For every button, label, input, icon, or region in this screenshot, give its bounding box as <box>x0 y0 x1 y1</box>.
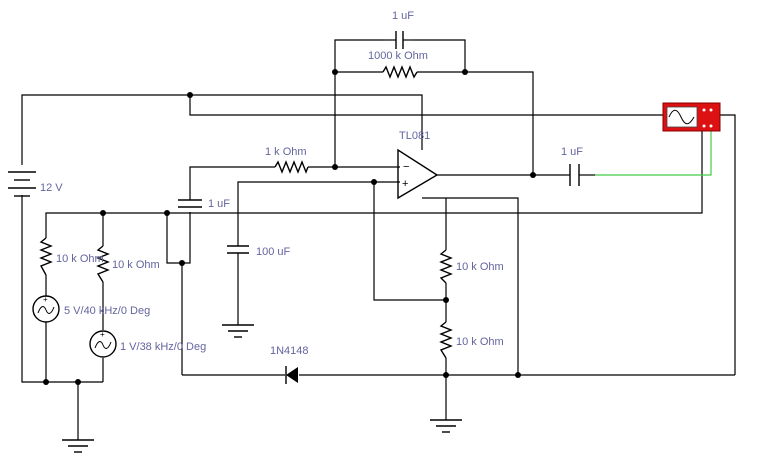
svg-text:−: − <box>403 161 409 173</box>
ground-icon <box>222 324 254 338</box>
label-c-output: 1 uF <box>561 146 583 158</box>
label-battery: 12 V <box>40 182 63 194</box>
label-r-feedback: 1000 k Ohm <box>368 50 428 62</box>
capacitor-bypass[interactable] <box>227 230 249 258</box>
resistor-feedback[interactable] <box>382 65 418 79</box>
label-r-bias-a: 10 k Ohm <box>456 261 504 273</box>
opamp-icon[interactable]: − + <box>397 148 439 200</box>
resistor-bias-b[interactable] <box>439 321 453 359</box>
label-c-feedback: 1 uF <box>392 10 414 22</box>
resistor-source-2[interactable] <box>96 245 110 283</box>
capacitor-input[interactable] <box>178 190 202 208</box>
oscilloscope-icon[interactable] <box>662 102 721 132</box>
resistor-bias-a[interactable] <box>439 249 453 284</box>
svg-text:+: + <box>43 295 48 304</box>
label-r-source-2: 10 k Ohm <box>112 259 160 271</box>
label-r-input: 1 k Ohm <box>265 146 307 158</box>
resistor-input[interactable] <box>274 160 309 174</box>
label-source-2: 1 V/38 kHz/0 Deg <box>120 341 206 353</box>
svg-text:+: + <box>402 178 408 190</box>
diode-icon[interactable] <box>285 366 298 384</box>
ac-source-icon[interactable]: + <box>89 330 117 358</box>
ground-icon <box>62 439 94 453</box>
capacitor-feedback[interactable] <box>385 31 413 49</box>
resistor-source-1[interactable] <box>39 237 53 276</box>
capacitor-output[interactable] <box>567 164 585 186</box>
ground-icon <box>430 419 462 433</box>
svg-text:+: + <box>100 330 105 339</box>
label-r-bias-b: 10 k Ohm <box>456 336 504 348</box>
probe-wire <box>595 130 712 176</box>
label-opamp: TL081 <box>399 130 430 142</box>
label-source-1: 5 V/40 kHz/0 Deg <box>64 305 150 317</box>
label-r-source-1: 10 k Ohm <box>56 253 104 265</box>
ac-source-icon[interactable]: + <box>32 295 60 323</box>
label-diode: 1N4148 <box>270 345 309 357</box>
wires <box>21 39 736 440</box>
battery-icon[interactable] <box>8 171 36 197</box>
label-c-input: 1 uF <box>208 198 230 210</box>
label-c-bypass: 100 uF <box>256 246 291 258</box>
junction-dots <box>43 69 536 385</box>
